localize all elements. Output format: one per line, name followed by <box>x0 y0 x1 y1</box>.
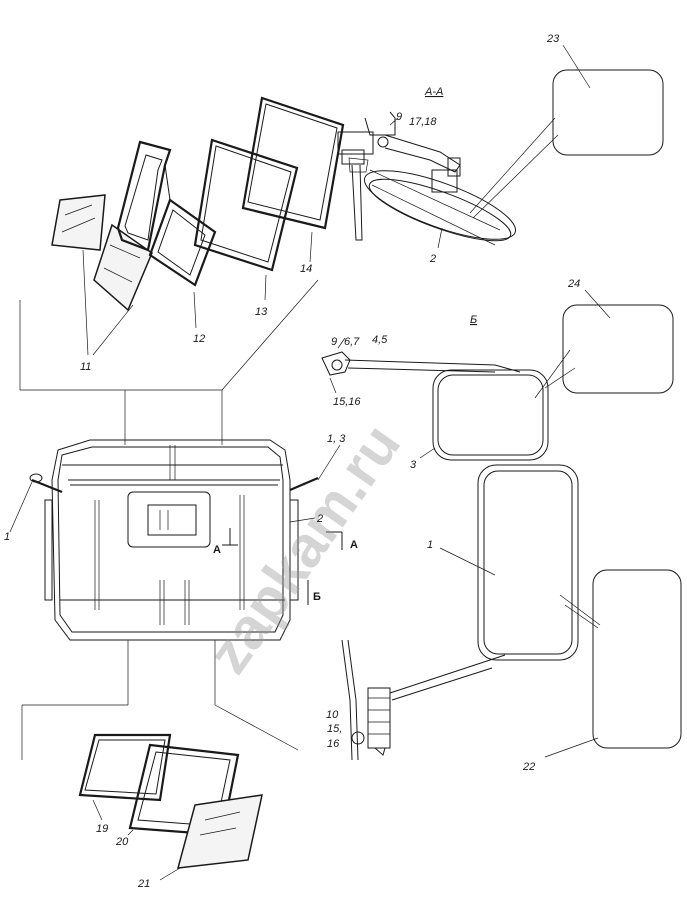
callout-12: 12 <box>193 333 205 345</box>
mirror-3-inner <box>437 374 544 456</box>
mirror-22 <box>592 569 682 749</box>
mirror-23 <box>552 69 664 156</box>
mirror-1-bracket <box>341 639 506 761</box>
section-aa-label: А-А <box>424 86 443 98</box>
callout-11: 11 <box>80 361 91 373</box>
callout-3: 3 <box>410 459 417 471</box>
callout-22: 22 <box>522 761 535 773</box>
mirror-1-outer <box>477 464 579 661</box>
section-aa-mirror-assembly <box>337 111 517 246</box>
callout-1-3: 1, 3 <box>327 433 346 445</box>
windscreen-frame-13 <box>193 138 299 272</box>
callout-14: 14 <box>300 263 312 275</box>
callout-15-16: 15,16 <box>333 396 361 408</box>
callout-23: 23 <box>546 33 560 45</box>
section-arrow-b: Б <box>313 591 321 603</box>
section-arrow-a-left: А <box>213 544 221 556</box>
callout-24: 24 <box>567 278 580 290</box>
callout-21: 21 <box>137 878 150 890</box>
windscreen-glass-11 <box>51 194 153 312</box>
callout-9-mid: 9 <box>331 336 337 348</box>
mirror-3-outer <box>432 369 549 461</box>
callout-15: 15, <box>327 723 342 735</box>
callout-2-cab: 2 <box>316 513 323 525</box>
callout-10: 10 <box>326 709 339 721</box>
callout-4-5: 4,5 <box>372 334 388 346</box>
windscreen-seal-14 <box>241 96 345 230</box>
section-b-label: Б <box>470 314 477 326</box>
callout-1-left: 1 <box>4 531 10 543</box>
mirror-1-inner <box>483 470 573 655</box>
rear-seal-19 <box>78 733 172 802</box>
windscreen-seal-12 <box>116 140 217 287</box>
section-arrow-a-right: А <box>350 539 358 551</box>
callout-13: 13 <box>255 306 268 318</box>
cab-top-view <box>29 439 319 641</box>
callout-1-mirror: 1 <box>427 539 433 551</box>
callout-17-18: 17,18 <box>409 116 437 128</box>
watermark: zapkam.ru <box>195 413 413 685</box>
rear-glass-21 <box>176 794 263 869</box>
callout-9-top: 9 <box>396 111 402 123</box>
mirror-24 <box>562 304 674 394</box>
callout-16: 16 <box>327 738 340 750</box>
callout-2-mirror: 2 <box>429 253 436 265</box>
callout-20: 20 <box>115 836 129 848</box>
callout-19: 19 <box>96 823 108 835</box>
callout-6-7: 6,7 <box>344 336 360 348</box>
